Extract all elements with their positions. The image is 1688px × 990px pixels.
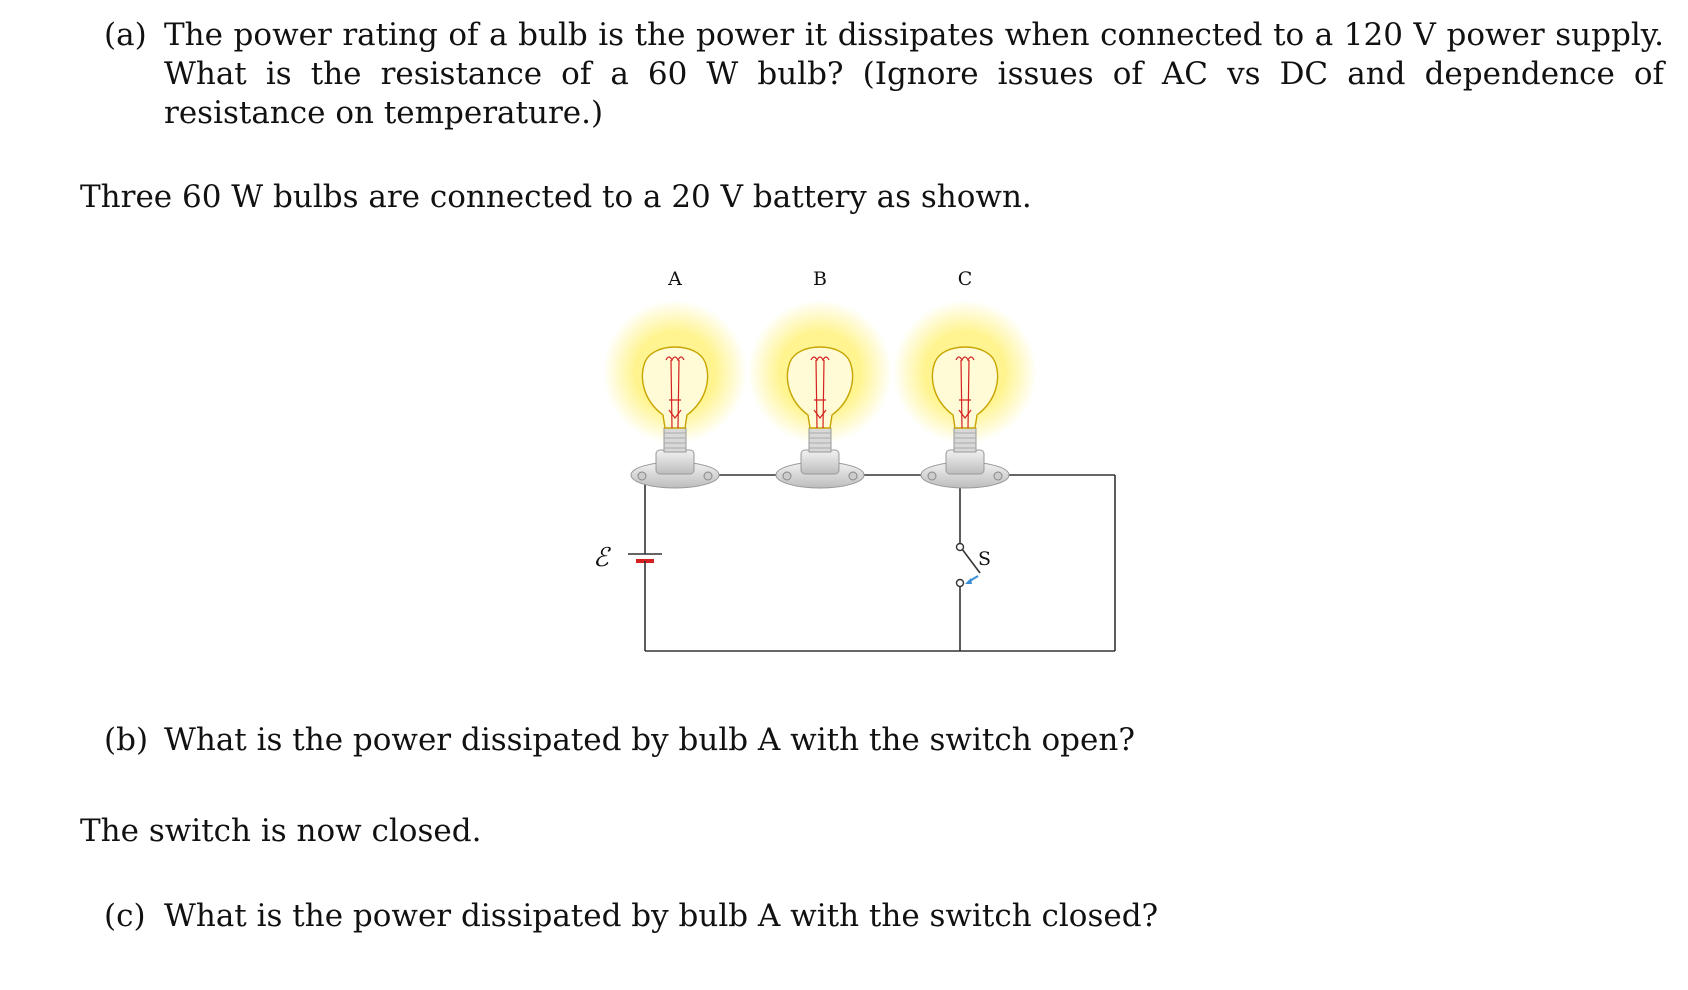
question-part-a: (a) The power rating of a bulb is the po… [104, 16, 1664, 133]
bulb-c: C [893, 268, 1037, 489]
bulb-filament [810, 356, 830, 429]
part-a-text: The power rating of a bulb is the power … [164, 17, 1664, 131]
switch-label: S [978, 548, 991, 570]
bulb-filament [955, 356, 975, 429]
bulbs: A B C [603, 268, 1037, 489]
bulb-glass [786, 346, 854, 429]
part-c-text: What is the power dissipated by bulb A w… [164, 898, 1159, 934]
bulb-label-b: B [813, 268, 827, 290]
bulb-b: B [748, 268, 892, 489]
bulb-glass [931, 346, 999, 429]
bulb-glass [641, 346, 709, 429]
switch-statement: The switch is now closed. [80, 813, 482, 849]
emf-label: ℰ [593, 543, 611, 573]
wires [644, 474, 1116, 652]
part-a-label: (a) [104, 17, 147, 53]
battery-icon [628, 553, 662, 568]
bulb-label-c: C [958, 268, 973, 290]
bulb-filament [665, 356, 685, 429]
part-c-label: (c) [104, 898, 146, 934]
part-b-text: What is the power dissipated by bulb A w… [164, 722, 1135, 758]
bulb-a: A [603, 268, 747, 489]
circuit-diagram: ℰ S A B C [593, 268, 1116, 652]
circuit-statement: Three 60 W bulbs are connected to a 20 V… [80, 179, 1032, 215]
part-b-label: (b) [104, 722, 149, 758]
bulb-label-a: A [667, 268, 682, 290]
question-part-c: (c) What is the power dissipated by bulb… [104, 897, 1664, 936]
switch-icon [955, 542, 981, 588]
question-part-b: (b) What is the power dissipated by bulb… [104, 721, 1664, 760]
